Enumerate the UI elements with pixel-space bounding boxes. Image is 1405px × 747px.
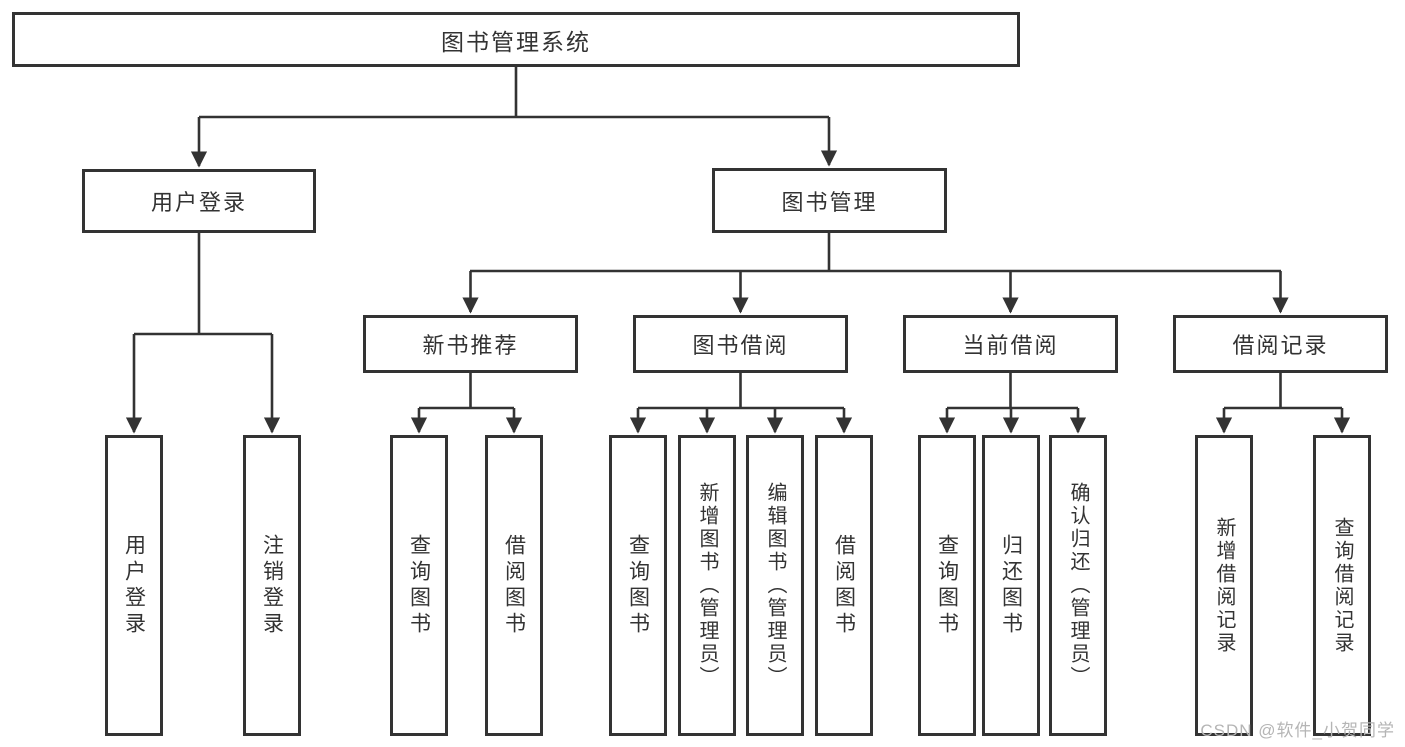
node-book-borrowing-label: 图书借阅 <box>692 333 789 358</box>
leaf-logout: 注销登录 <box>243 435 301 736</box>
node-library-system: 图书管理系统 <box>12 12 1020 67</box>
node-borrowing-records-label: 借阅记录 <box>1232 333 1329 358</box>
leaf-borrowing-query-books-label: 查询图书 <box>626 533 650 638</box>
leaf-records-query-record: 查询借阅记录 <box>1313 435 1371 736</box>
leaf-records-query-record-label: 查询借阅记录 <box>1331 516 1353 655</box>
edges-book-management-children <box>462 233 1289 314</box>
node-library-system-label: 图书管理系统 <box>441 28 591 55</box>
leaf-borrowing-query-books: 查询图书 <box>609 435 667 736</box>
leaf-current-confirm-return-admin-label: 确认归还（管理员） <box>1067 482 1089 689</box>
leaf-recommend-borrow-book-label: 借阅图书 <box>502 533 526 638</box>
node-new-book-recommend: 新书推荐 <box>363 315 578 373</box>
edges-book-borrowing-children <box>629 373 853 434</box>
leaf-current-query-books: 查询图书 <box>918 435 976 736</box>
leaf-records-add-record-label: 新增借阅记录 <box>1213 516 1235 655</box>
edges-user-login-children <box>125 233 281 434</box>
leaf-user-login: 用户登录 <box>105 435 163 736</box>
node-book-management-label: 图书管理 <box>781 189 878 215</box>
leaf-records-add-record: 新增借阅记录 <box>1195 435 1253 736</box>
leaf-current-query-books-label: 查询图书 <box>935 533 959 638</box>
watermark-text: CSDN @软件_小贺同学 <box>1200 721 1395 740</box>
leaf-user-login-label: 用户登录 <box>122 533 146 638</box>
leaf-borrowing-borrow-book: 借阅图书 <box>815 435 873 736</box>
leaf-logout-label: 注销登录 <box>260 533 284 638</box>
edges-current-borrowing-children <box>938 373 1087 434</box>
node-new-book-recommend-label: 新书推荐 <box>422 333 519 358</box>
leaf-borrowing-edit-book-admin-label: 编辑图书（管理员） <box>764 482 786 689</box>
leaf-borrowing-add-book-admin: 新增图书（管理员） <box>678 435 736 736</box>
leaf-recommend-query-books-label: 查询图书 <box>407 533 431 638</box>
leaf-current-return-book-label: 归还图书 <box>999 533 1023 638</box>
node-book-borrowing: 图书借阅 <box>633 315 848 373</box>
edges-root-to-level2 <box>190 67 838 168</box>
leaf-borrowing-borrow-book-label: 借阅图书 <box>832 533 856 638</box>
leaf-current-confirm-return-admin: 确认归还（管理员） <box>1049 435 1107 736</box>
node-user-login-label: 用户登录 <box>150 190 247 215</box>
leaf-recommend-query-books: 查询图书 <box>390 435 448 736</box>
node-borrowing-records: 借阅记录 <box>1173 315 1388 373</box>
node-current-borrowing-label: 当前借阅 <box>962 333 1059 358</box>
leaf-current-return-book: 归还图书 <box>982 435 1040 736</box>
node-user-login: 用户登录 <box>82 169 316 233</box>
edges-borrowing-records-children <box>1215 373 1351 434</box>
leaf-borrowing-edit-book-admin: 编辑图书（管理员） <box>746 435 804 736</box>
edges-new-book-recommend-children <box>410 373 523 434</box>
leaf-borrowing-add-book-admin-label: 新增图书（管理员） <box>696 482 718 689</box>
leaf-recommend-borrow-book: 借阅图书 <box>485 435 543 736</box>
node-current-borrowing: 当前借阅 <box>903 315 1118 373</box>
node-book-management: 图书管理 <box>712 168 947 233</box>
